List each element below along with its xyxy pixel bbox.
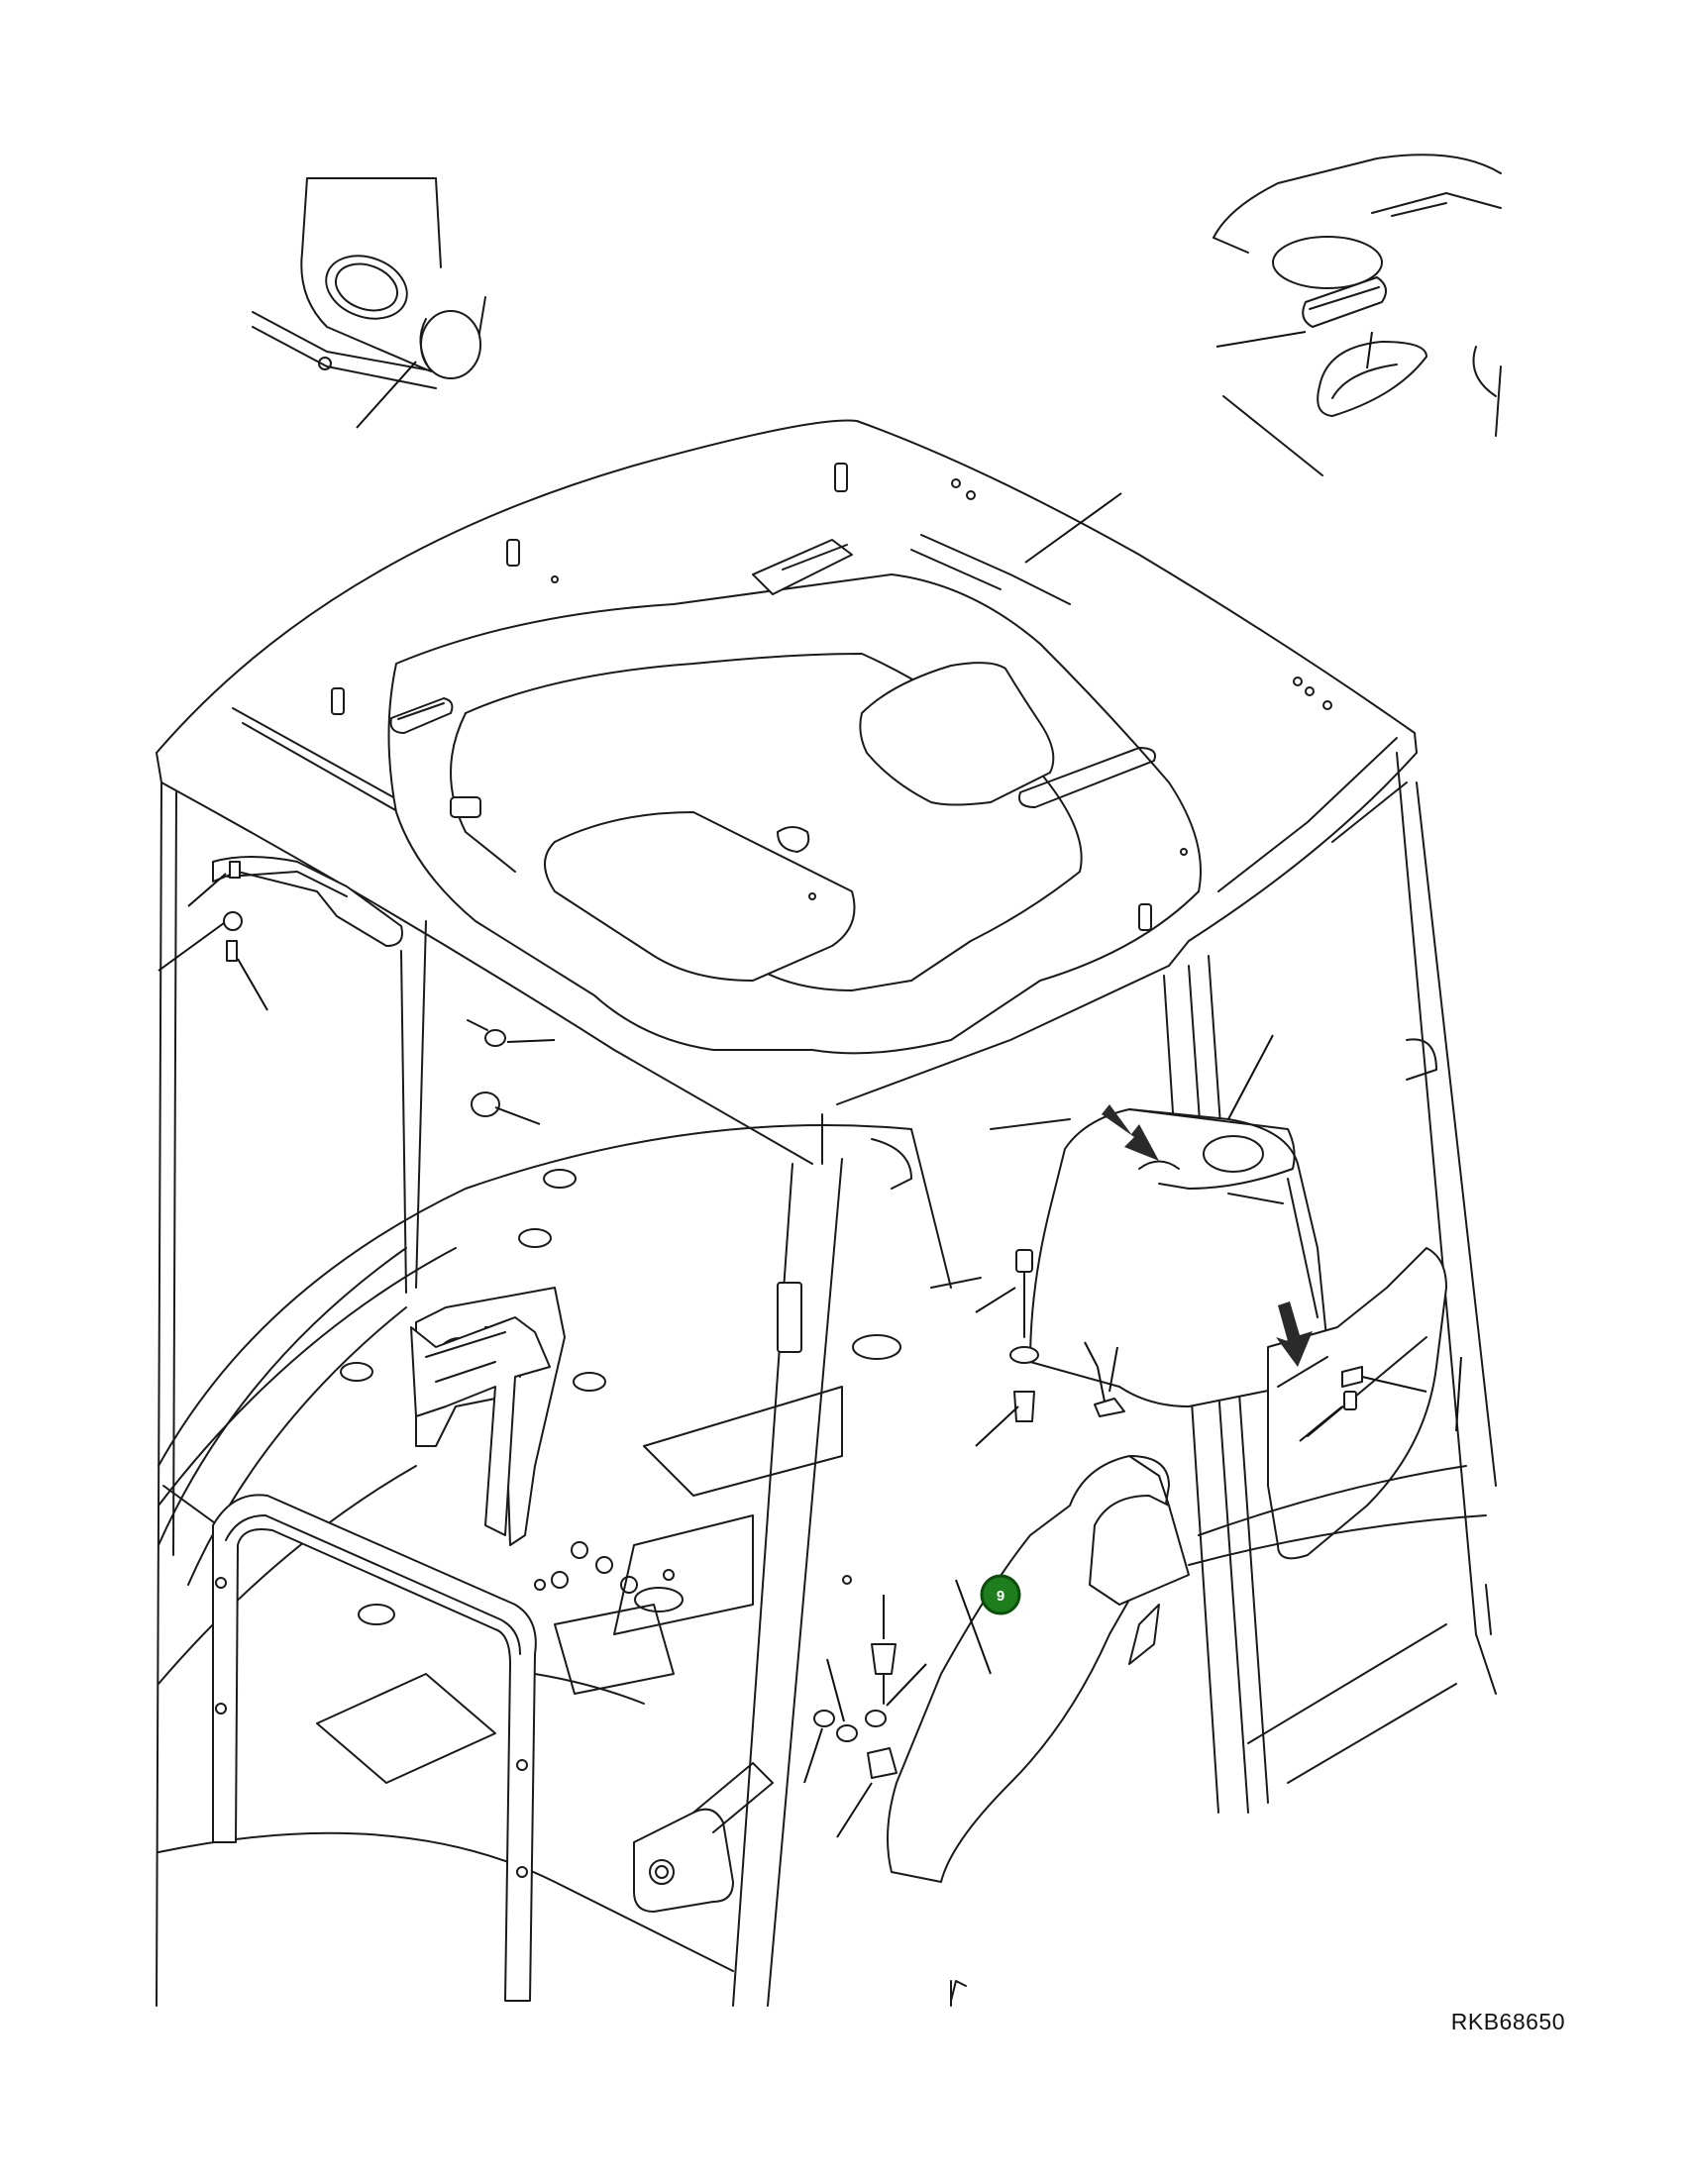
latch-bracket bbox=[410, 1316, 551, 1536]
callout-9: 9 bbox=[955, 1574, 1021, 1675]
dome-light bbox=[389, 697, 454, 734]
plug-upper bbox=[484, 1029, 506, 1047]
leader-line bbox=[356, 361, 417, 429]
fasteners-left-post bbox=[467, 1019, 556, 1125]
detail-inset-top-left bbox=[252, 177, 486, 429]
leader-line bbox=[1024, 492, 1122, 564]
plug-lower bbox=[471, 1092, 500, 1117]
sunvisor-recess bbox=[544, 811, 856, 982]
roof-studs bbox=[331, 463, 1332, 931]
fasteners-center bbox=[975, 1249, 1427, 1447]
right-grab-handle bbox=[633, 1762, 774, 1913]
roof-headliner bbox=[387, 534, 1202, 1055]
direction-arrow-icon bbox=[1102, 1104, 1159, 1161]
fasteners-lower bbox=[803, 1595, 927, 1838]
oval-grommet bbox=[1302, 276, 1387, 328]
rear-lower-trim bbox=[1089, 1465, 1492, 1784]
bottom-details bbox=[950, 1980, 967, 2007]
roof-hatch-panel bbox=[859, 662, 1055, 806]
left-door-frame bbox=[212, 1494, 645, 2002]
fasteners-left-rail bbox=[158, 856, 403, 1011]
direction-arrow-icon bbox=[1276, 1301, 1313, 1367]
round-plug-cap bbox=[420, 310, 481, 379]
callout-number-label: 9 bbox=[997, 1588, 1004, 1605]
drawing-reference-id: RKB68650 bbox=[1450, 2009, 1565, 2034]
detail-inset-top-right bbox=[1213, 154, 1502, 476]
console-arrows bbox=[1102, 1034, 1462, 1432]
